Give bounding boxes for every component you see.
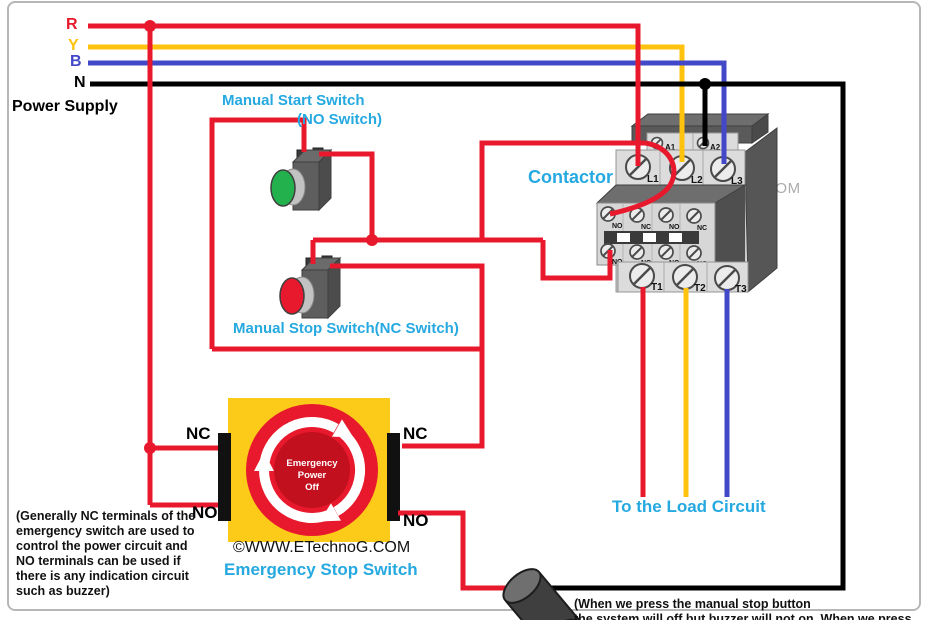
screw-l1 bbox=[625, 154, 651, 180]
bottom-note: (When we press the manual stop button th… bbox=[574, 597, 914, 620]
terminal-t1-label: T1 bbox=[651, 282, 663, 293]
aux-top-label-4: NC bbox=[697, 225, 707, 232]
left-note: (Generally NC terminals of the emergency… bbox=[16, 509, 206, 599]
phase-label-r: R bbox=[66, 16, 78, 33]
terminal-l3-label: L3 bbox=[731, 176, 743, 187]
wire-r-to-l1 bbox=[88, 23, 641, 166]
wire-start-right-to-junction bbox=[319, 151, 375, 240]
emergency-left-terminal-bar bbox=[218, 433, 231, 521]
stop-switch-label: Manual Stop Switch(NC Switch) bbox=[233, 320, 459, 337]
emergency-right-terminal-bar bbox=[387, 433, 400, 521]
terminal-a1-label: A1 bbox=[665, 143, 676, 152]
emergency-stop-switch: Emergency Power Off bbox=[218, 398, 400, 542]
aux-screw bbox=[686, 208, 702, 224]
emergency-left-no-label: NO bbox=[192, 503, 218, 522]
aux-screw bbox=[658, 244, 674, 260]
left-note-line: (Generally NC terminals of the bbox=[16, 509, 196, 523]
terminal-l2-label: L2 bbox=[691, 175, 703, 186]
junction-dot-n bbox=[699, 78, 711, 90]
yellow-phase-wires bbox=[88, 44, 689, 497]
terminal-a2-label: A2 bbox=[710, 143, 721, 152]
wire-stop-right-down bbox=[330, 263, 485, 349]
bottom-note-line: the system will off but buzzer will not … bbox=[574, 612, 912, 620]
terminal-t2-label: T2 bbox=[694, 283, 706, 294]
screw-t1 bbox=[629, 263, 655, 289]
power-supply-title: Power Supply bbox=[12, 98, 118, 115]
red-control-wires bbox=[88, 23, 677, 591]
bottom-note-line: (When we press the manual stop button bbox=[574, 597, 811, 611]
terminal-l1-label: L1 bbox=[647, 174, 659, 185]
start-switch-label-2: (NO Switch) bbox=[297, 111, 382, 128]
rotation-arrows bbox=[259, 417, 366, 523]
emergency-right-no-label: NO bbox=[403, 511, 429, 530]
aux-top-label-1: NO bbox=[612, 223, 623, 230]
aux-screw bbox=[600, 206, 616, 222]
wire-to-emergency-nc-right bbox=[212, 346, 485, 449]
emergency-switch-label: Emergency Stop Switch bbox=[224, 560, 418, 579]
aux-screw bbox=[629, 244, 645, 260]
left-note-line: NO terminals can be used if bbox=[16, 554, 181, 568]
wire-n-to-buzzer bbox=[90, 81, 846, 591]
screw-t3 bbox=[714, 265, 740, 291]
screw-l3 bbox=[710, 156, 736, 182]
phase-label-y: Y bbox=[68, 37, 79, 54]
buzzer-top bbox=[502, 568, 542, 604]
contactor-label: Contactor bbox=[528, 167, 613, 187]
aux-top-label-2: NC bbox=[641, 224, 651, 231]
left-note-line: there is any indication circuit bbox=[16, 569, 189, 583]
left-note-line: emergency switch are used to bbox=[16, 524, 195, 538]
button-text-line3: Off bbox=[305, 482, 320, 493]
junction-dot-nc bbox=[144, 442, 156, 454]
start-switch-label-1: Manual Start Switch bbox=[222, 92, 365, 109]
junction-dot-control bbox=[366, 234, 378, 246]
contactor-side bbox=[744, 127, 778, 294]
blue-phase-wires bbox=[88, 60, 730, 497]
left-note-line: such as buzzer) bbox=[16, 584, 110, 598]
emergency-watermark: ©WWW.ETechnoG.COM bbox=[233, 539, 411, 556]
wire-to-aux-no-bottom bbox=[540, 240, 613, 281]
diagram-border bbox=[7, 1, 921, 611]
aux-top-label-3: NO bbox=[669, 224, 680, 231]
buzzer bbox=[502, 568, 582, 620]
neutral-wires bbox=[90, 81, 846, 591]
phase-label-n: N bbox=[74, 74, 86, 91]
left-note-line: control the power circuit and bbox=[16, 539, 188, 553]
green-button[interactable] bbox=[270, 169, 296, 207]
wire-y-to-l2 bbox=[88, 44, 685, 162]
button-text-line2: Power bbox=[298, 470, 327, 481]
manual-start-switch bbox=[270, 147, 333, 212]
wire-to-a1 bbox=[479, 140, 645, 240]
red-button[interactable] bbox=[279, 277, 305, 315]
junction-dot-r bbox=[144, 20, 156, 32]
emergency-left-nc-label: NC bbox=[186, 424, 211, 443]
wire-emergency-no-to-buzzer bbox=[398, 510, 508, 591]
emergency-right-nc-label: NC bbox=[403, 424, 428, 443]
wire-rail-to-start-left bbox=[209, 117, 307, 349]
button-text-line1: Emergency bbox=[286, 458, 338, 469]
wire-b-to-l3 bbox=[88, 60, 727, 164]
aux-screw bbox=[686, 245, 702, 261]
load-circuit-label: To the Load Circuit bbox=[612, 497, 766, 516]
wire-a1-to-aux-no-top bbox=[609, 140, 677, 217]
aux-screw bbox=[658, 207, 674, 223]
terminal-t3-label: T3 bbox=[735, 284, 747, 295]
phase-label-b: B bbox=[70, 53, 82, 70]
arrow-heads bbox=[254, 419, 354, 522]
